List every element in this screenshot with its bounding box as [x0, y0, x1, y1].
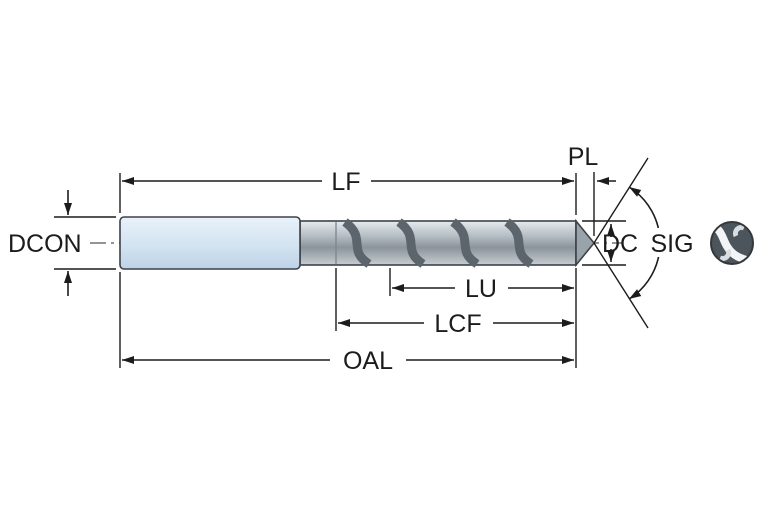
drill-body — [299, 218, 577, 268]
dim-dcon: DCON — [8, 190, 116, 296]
flute-groove — [342, 218, 372, 268]
dim-pl: PL — [568, 143, 616, 236]
angle-line — [593, 157, 649, 244]
dim-lu: LU — [389, 268, 574, 303]
end-view-land — [732, 224, 746, 238]
drill-end-view-icon — [710, 221, 754, 265]
dim-oal: OAL — [119, 272, 574, 375]
flute-groove — [504, 218, 534, 268]
label-backing — [650, 228, 702, 257]
dim-sig: SIG — [593, 157, 702, 329]
flute-groove — [396, 218, 426, 268]
dim-lcf: LCF — [335, 268, 574, 338]
end-view-land — [718, 248, 732, 262]
label-lu: LU — [465, 275, 497, 303]
dim-dc: DC — [582, 220, 638, 266]
label-lf: LF — [331, 168, 360, 196]
drill-body-rect — [299, 220, 577, 266]
angle-line — [593, 242, 649, 329]
label-lcf: LCF — [434, 310, 481, 338]
label-sig: SIG — [650, 230, 693, 258]
label-dcon: DCON — [8, 230, 82, 258]
label-pl: PL — [568, 143, 599, 171]
label-oal: OAL — [343, 347, 393, 375]
dim-lf: LF — [119, 168, 577, 215]
flute-groove — [450, 218, 480, 268]
drill-point — [575, 218, 596, 268]
label-dc: DC — [602, 230, 638, 258]
drill-shank — [119, 216, 301, 270]
